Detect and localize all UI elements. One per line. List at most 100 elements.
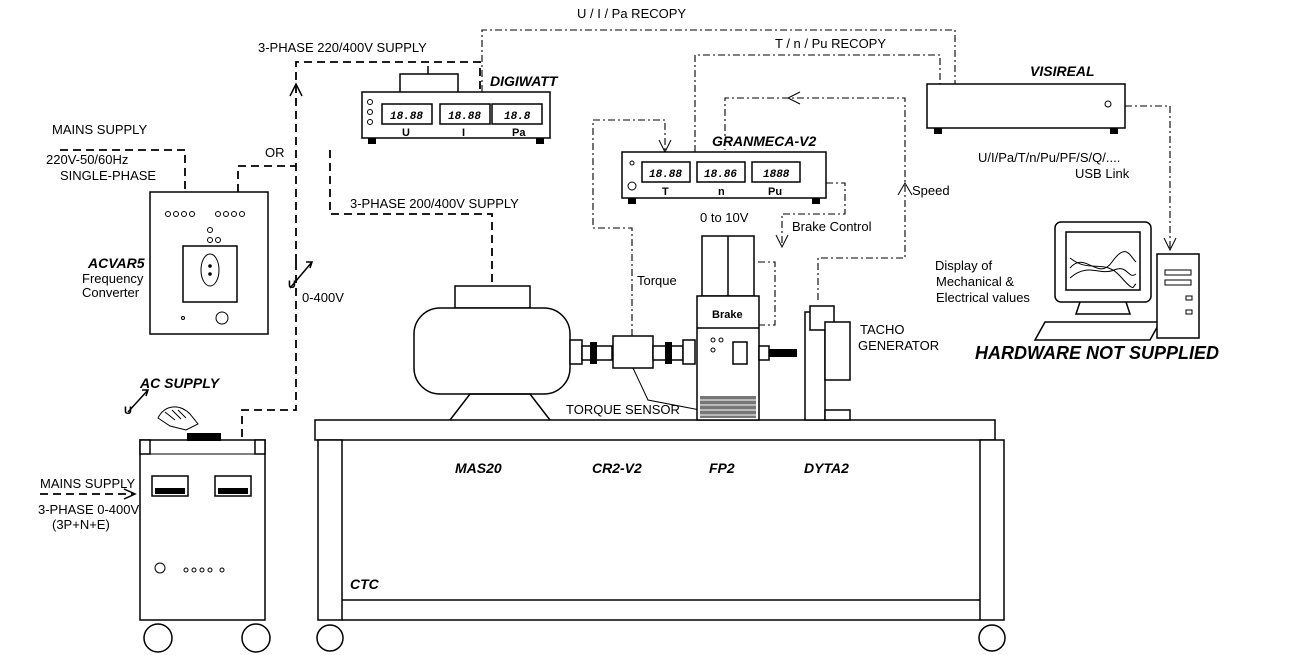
brake-led [710,337,716,343]
brake-led [710,347,716,353]
granmeca-unit: 18.88 18.86 1888 T n Pu GRANMECA-V2 [621,133,827,204]
ac-supply-handle-right [254,439,266,455]
monitor-screen [1065,231,1141,291]
motor-body [413,307,571,395]
usb-label-1: U/I/Pa/T/n/Pu/PF/S/Q/.... [978,150,1120,165]
digiwatt-display-u [381,103,433,125]
supply-3ph-220-400-line [295,61,481,262]
acvar5-desc-2: Converter [82,285,140,300]
granmeca-display-n [696,161,746,183]
ctc-leg-left [317,439,343,621]
ac-supply-handle-left [139,439,151,455]
granmeca-unit-n: n [718,186,725,198]
screen-curve [1069,251,1137,270]
digiwatt-value-i: 18.88 [448,111,481,123]
ctc-table [314,419,1006,652]
visireal-foot-left [934,128,942,134]
ctc-table-top [314,419,996,441]
brake-label: Brake [712,309,743,321]
tacho-body [824,321,851,381]
u-i-pa-recopy-line [481,29,956,92]
granmeca-value-t: 18.88 [649,169,682,181]
display-label-2: Mechanical & [936,274,1014,289]
digiwatt-value-pa: 18.8 [504,111,531,123]
mas20-motor [413,285,701,421]
tacho-label-2: GENERATOR [858,338,939,353]
acvar5-dial-dot [208,264,212,268]
screen-curve [1069,268,1137,279]
granmeca-foot-left [628,198,636,204]
dyta2-label: DYTA2 [804,460,849,476]
digiwatt-display-i [439,103,491,125]
acvar5-leds [165,211,245,243]
ac-supply-label: AC SUPPLY [139,375,221,391]
keyboard [1033,321,1162,341]
dyta2-tacho [804,305,851,421]
mains-supply-bottom-label: MAINS SUPPLY [40,476,135,491]
acvar5-dial-dot [208,272,212,276]
torque-sensor-label: TORQUE SENSOR [566,402,680,417]
variable-voltage-arrow-icon [289,261,314,289]
ac-supply-button-icon [154,562,166,574]
torque-sensor-pointer [632,367,701,411]
or-label: OR [265,145,285,160]
torque-sensor-body [612,335,654,369]
ac-supply-wheel-left [143,623,173,653]
visireal-led [1104,100,1112,108]
pc-tower [1156,253,1200,339]
granmeca-knob [627,181,637,191]
ctc-wheel-left [316,624,344,652]
up-arrow-1 [289,82,303,97]
granmeca-display-t [641,161,691,183]
single-phase-label: SINGLE-PHASE [60,168,156,183]
visireal-unit: VISIREAL [926,63,1126,134]
u-i-pa-recopy-label: U / I / Pa RECOPY [577,6,686,21]
digiwatt-display-pa [491,103,543,125]
mas20-label: MAS20 [455,460,502,476]
hardware-not-supplied-label: HARDWARE NOT SUPPLIED [975,343,1219,363]
granmeca-value-n: 18.86 [704,169,737,181]
granmeca-value-pu: 1888 [763,169,790,181]
mains-top-line [60,149,186,192]
supply-3ph-200-400-label: 3-PHASE 200/400V SUPPLY [350,196,519,211]
digiwatt-value-u: 18.88 [390,111,423,123]
brake-grille [700,396,756,418]
acvar5-button-icon [215,311,229,325]
zero-to-ten-label: 0 to 10V [700,210,749,225]
u-symbol-1: U [288,279,296,291]
power-lines [40,61,493,500]
usb-link-arrow [1163,237,1177,252]
motor-foot [449,393,551,421]
brake-control-label: Brake Control [792,219,872,234]
fp2-label: FP2 [709,460,735,476]
supply-3ph-0-400-label: 3-PHASE 0-400V [38,502,139,517]
granmeca-unit-t: T [662,186,669,198]
acvar5-unit [149,191,269,335]
acvar5-output-line [237,165,296,192]
torque-label: Torque [637,273,677,288]
ac-supply-knob [187,433,221,441]
digiwatt-led [367,99,373,105]
speed-label: Speed [912,183,950,198]
fp2-brake [696,235,760,421]
t-n-pu-recopy-label: T / n / Pu RECOPY [775,36,886,51]
mains-bottom-arrow [123,488,137,500]
ac-supply-unit [139,433,271,653]
u-symbol-2: U [124,405,132,417]
ctc-wheel-right [978,624,1006,652]
supply-3ph-220-400-label: 3-PHASE 220/400V SUPPLY [258,40,427,55]
granmeca-led [629,160,635,166]
digiwatt-foot-right [536,138,544,144]
granmeca-foot-right [812,198,820,204]
digiwatt-unit-u: U [402,127,410,139]
ac-supply-wheel-right [241,623,271,653]
hand-icon [157,406,199,431]
supply-3ph-200-400-line [329,150,493,284]
ac-supply-case [139,439,266,621]
usb-link-line [1125,105,1171,250]
ctc-leg-right [979,439,1005,621]
visireal-foot-right [1110,128,1118,134]
display-label-3: Electrical values [936,290,1030,305]
acvar5-name: ACVAR5 [87,255,145,271]
